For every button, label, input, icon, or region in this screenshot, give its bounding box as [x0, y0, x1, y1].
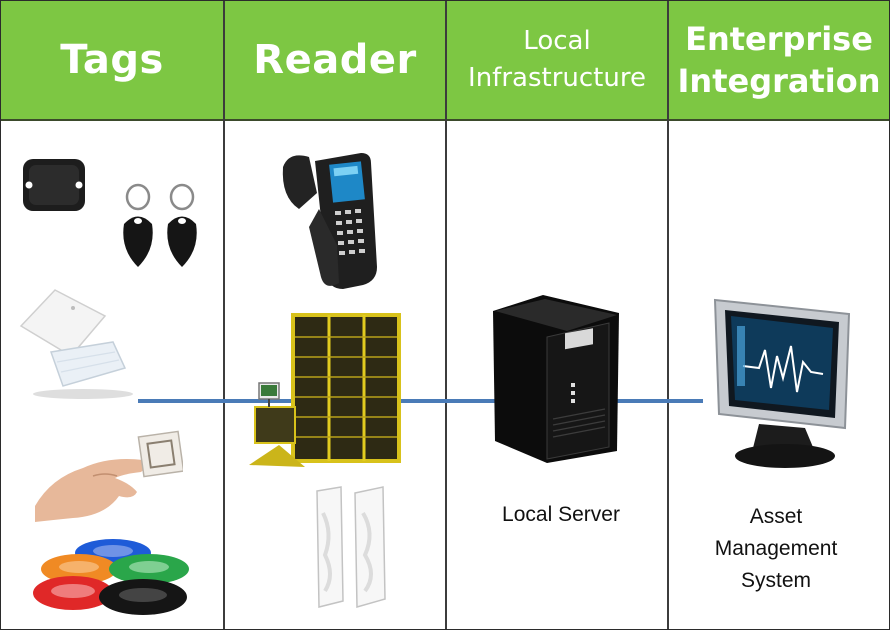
monitor-chart-icon: [713, 298, 851, 468]
asset-management-caption: Asset Management System: [681, 501, 871, 597]
gate-antenna-icon: [316, 486, 386, 608]
header-local-line1: Local: [523, 26, 591, 56]
server-tower-icon: [493, 295, 619, 463]
header-local-infrastructure: Local Infrastructure: [447, 1, 667, 119]
header-enterprise-line2: Integration: [677, 62, 881, 100]
header-enterprise-integration: Enterprise Integration: [669, 1, 889, 119]
asset-caption-line2: Management: [714, 537, 838, 560]
local-server-caption: Local Server: [502, 503, 620, 526]
column-divider: [445, 1, 447, 629]
header-local-line2: Infrastructure: [468, 63, 646, 93]
column-divider: [223, 1, 225, 629]
handheld-reader-icon: [282, 153, 377, 289]
card-tags-icon: [19, 289, 133, 399]
connection-line: [138, 399, 703, 403]
header-reader-label: Reader: [253, 37, 417, 83]
wristband-tags-icon: [33, 539, 189, 615]
header-reader: Reader: [225, 1, 445, 119]
hand-with-tag-icon: [35, 430, 183, 522]
hard-tag-icon: [23, 159, 85, 211]
header-tags: Tags: [1, 1, 223, 119]
cabinet-reader-icon: [249, 313, 401, 467]
header-enterprise-line1: Enterprise: [685, 20, 873, 58]
asset-caption-line3: System: [740, 569, 811, 592]
asset-caption-line1: Asset: [749, 505, 803, 528]
keyfob-tags-icon: [123, 183, 197, 267]
column-divider: [667, 1, 669, 629]
header-tags-label: Tags: [60, 37, 164, 83]
